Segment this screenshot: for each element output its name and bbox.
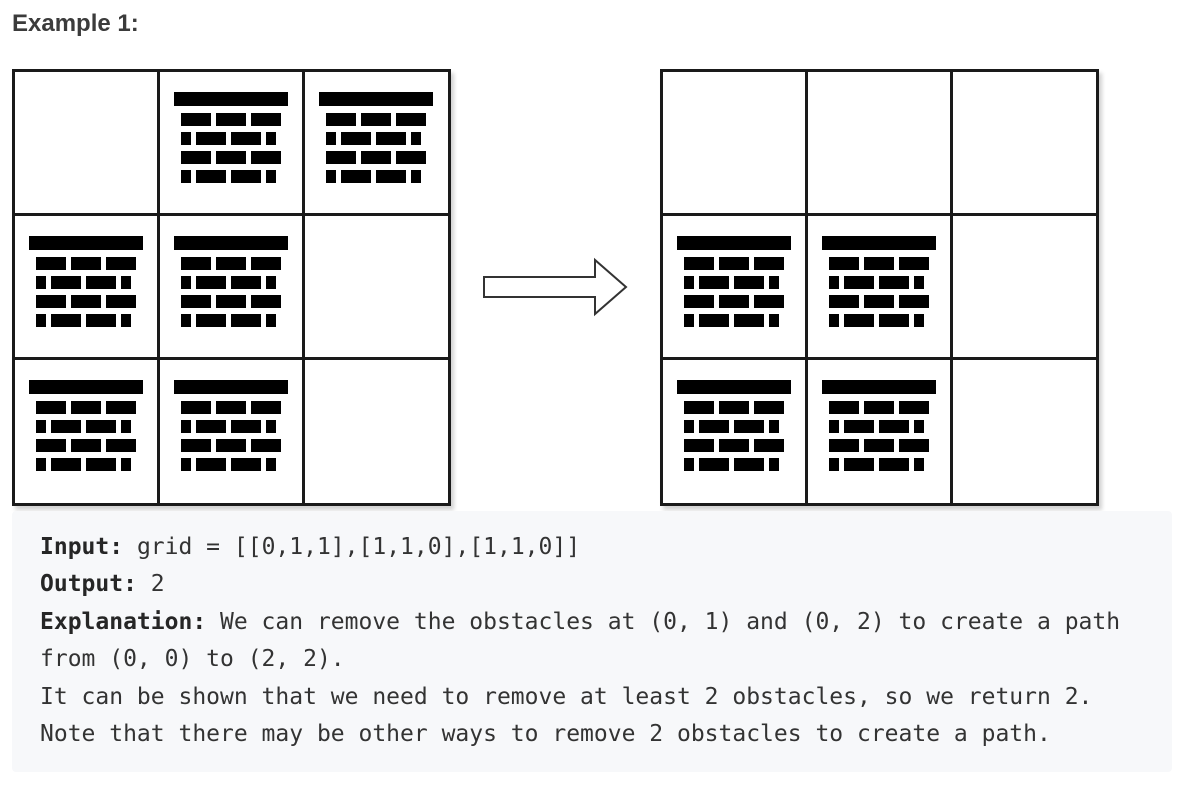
output-label: Output:: [40, 571, 137, 598]
grid-cell-2-0: [12, 357, 157, 503]
example-heading: Example 1:: [12, 10, 139, 37]
before-grid: [12, 69, 451, 506]
grid-cell-2-2: [950, 357, 1096, 503]
grid-cell-0-0: [660, 69, 805, 213]
after-grid: [660, 69, 1099, 506]
explanation-text: We can remove the obstacles at (0, 1) an…: [206, 608, 1121, 635]
explanation-note-2: Note that there may be other ways to rem…: [40, 721, 1051, 748]
brick-wall-icon: [174, 236, 288, 328]
brick-wall-icon: [822, 236, 936, 328]
brick-wall-icon: [29, 236, 143, 328]
grid-cell-1-0: [12, 213, 157, 357]
explanation-line: Explanation: We can remove the obstacles…: [40, 604, 1144, 641]
grid-cell-2-2: [302, 357, 448, 503]
brick-wall-icon: [677, 380, 791, 472]
explanation-label: Explanation:: [40, 608, 207, 635]
grid-cell-1-1: [805, 213, 950, 357]
grid-cell-0-2: [950, 69, 1096, 213]
grid-cell-1-2: [950, 213, 1096, 357]
right-arrow-icon: [483, 257, 628, 317]
grid-cell-0-1: [805, 69, 950, 213]
explanation-note-1: It can be shown that we need to remove a…: [40, 683, 1093, 710]
brick-wall-icon: [29, 380, 143, 472]
brick-wall-icon: [677, 236, 791, 328]
input-label: Input:: [40, 534, 124, 560]
brick-wall-icon: [319, 92, 433, 184]
grid-cell-0-2: [302, 69, 448, 213]
explanation-continuation: from (0, 0) to (2, 2).: [40, 646, 345, 673]
output-value: 2: [136, 571, 165, 598]
input-value: grid = [[0,1,1],[1,1,0],[1,1,0]]: [123, 534, 581, 560]
grid-cell-1-1: [157, 213, 302, 357]
grid-cell-2-1: [805, 357, 950, 503]
grid-cell-2-0: [660, 357, 805, 503]
output-line: Output: 2: [40, 566, 1144, 603]
example-block: Input: grid = [[0,1,1],[1,1,0],[1,1,0]] …: [12, 511, 1172, 772]
brick-wall-icon: [174, 380, 288, 472]
input-line: Input: grid = [[0,1,1],[1,1,0],[1,1,0]]: [40, 529, 1144, 566]
brick-wall-icon: [174, 92, 288, 184]
grid-cell-1-2: [302, 213, 448, 357]
grid-cell-2-1: [157, 357, 302, 503]
grid-cell-0-1: [157, 69, 302, 213]
brick-wall-icon: [822, 380, 936, 472]
grid-cell-1-0: [660, 213, 805, 357]
grid-cell-0-0: [12, 69, 157, 213]
